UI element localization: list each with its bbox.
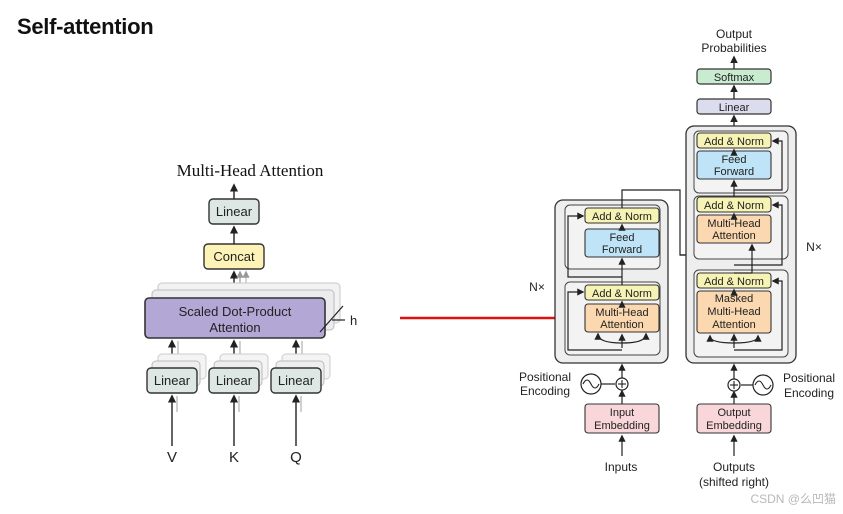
enc-add-norm-top: Add & Norm xyxy=(592,211,652,223)
pos-enc-right-line1: Positional xyxy=(783,371,835,385)
dec-add-norm-top: Add & Norm xyxy=(704,136,764,148)
dec-nx: N× xyxy=(806,240,822,254)
enc-nx: N× xyxy=(529,280,545,294)
output-probs-line1: Output xyxy=(716,27,753,41)
transformer-figure: Output Probabilities Softmax Linear Add … xyxy=(519,27,835,489)
linear-q-stack: Linear xyxy=(270,353,331,394)
enc-ff-line1: Feed xyxy=(609,232,634,244)
outputs-line1: Outputs xyxy=(713,460,755,474)
enc-ff-line2: Forward xyxy=(602,244,642,256)
enc-mha-line1: Multi-Head xyxy=(595,307,648,319)
pos-enc-right-line2: Encoding xyxy=(784,386,834,400)
dec-masked-line2: Multi-Head xyxy=(707,306,760,318)
pos-enc-left-line2: Encoding xyxy=(520,384,570,398)
h-label: h xyxy=(350,313,357,328)
dec-masked-line3: Attention xyxy=(712,319,755,331)
dec-add-norm-bottom: Add & Norm xyxy=(704,276,764,288)
transformer-linear: Linear xyxy=(719,102,750,114)
linear-k: Linear xyxy=(216,373,253,388)
dec-mha-line2: Attention xyxy=(712,230,755,242)
dec-mha-line1: Multi-Head xyxy=(707,218,760,230)
dec-ff-line1: Feed xyxy=(721,154,746,166)
input-v: V xyxy=(167,449,177,466)
watermark: CSDN @么凹猫 xyxy=(750,492,836,506)
input-k: K xyxy=(229,449,239,466)
linear-v: Linear xyxy=(154,373,191,388)
linear-q: Linear xyxy=(278,373,315,388)
linear-k-stack: Linear xyxy=(208,353,269,394)
enc-mha-line2: Attention xyxy=(600,319,643,331)
multi-head-attention-figure: Multi-Head Attention Linear Concat Scale… xyxy=(144,161,357,466)
output-embedding-line1: Output xyxy=(717,407,750,419)
dec-ff-line2: Forward xyxy=(714,166,754,178)
inputs-label: Inputs xyxy=(605,460,638,474)
dec-add-norm-mid: Add & Norm xyxy=(704,200,764,212)
page-title: Self-attention xyxy=(17,14,154,39)
mha-linear-top: Linear xyxy=(216,204,253,219)
enc-add-norm-bottom: Add & Norm xyxy=(592,288,652,300)
outputs-line2: (shifted right) xyxy=(699,475,769,489)
input-embedding-line1: Input xyxy=(610,407,634,419)
mha-heading: Multi-Head Attention xyxy=(177,161,324,180)
output-embedding-line2: Embedding xyxy=(706,420,762,432)
softmax: Softmax xyxy=(714,72,755,84)
mha-concat: Concat xyxy=(213,249,255,264)
pos-enc-left-line1: Positional xyxy=(519,370,571,384)
output-probs-line2: Probabilities xyxy=(701,41,766,55)
input-q: Q xyxy=(290,449,302,466)
dec-masked-line1: Masked xyxy=(715,293,754,305)
input-embedding-line2: Embedding xyxy=(594,420,650,432)
linear-v-stack: Linear xyxy=(146,353,207,394)
sdpa-line2: Attention xyxy=(209,320,260,335)
sdpa-line1: Scaled Dot-Product xyxy=(179,304,292,319)
